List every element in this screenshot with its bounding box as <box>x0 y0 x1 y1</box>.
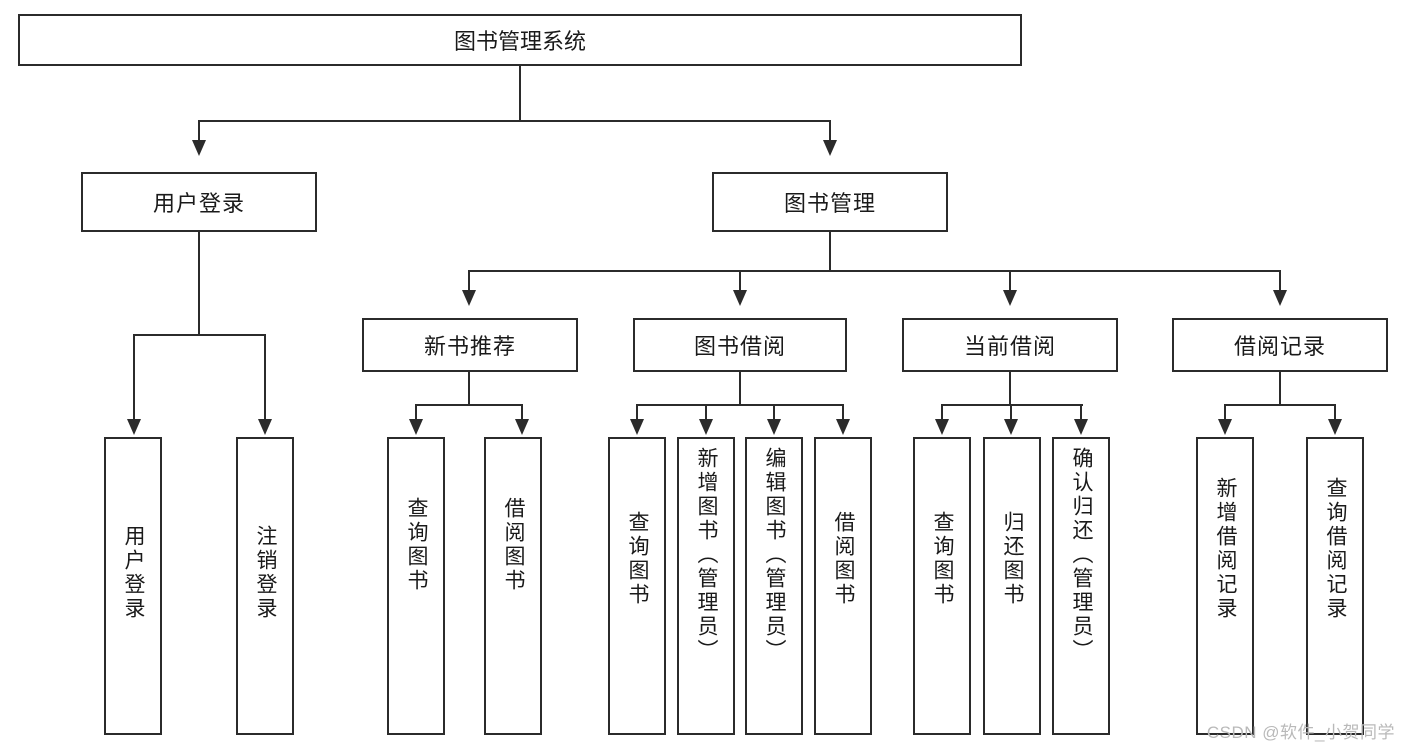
connector-recommend-stem <box>468 372 470 406</box>
leaf-recommend-borrow-book[interactable]: 借阅图书 <box>484 437 542 735</box>
leaf-label: 新增图书（管理员） <box>695 447 719 663</box>
node-current-borrow[interactable]: 当前借阅 <box>902 318 1118 372</box>
connector-user-login-leg-1 <box>133 334 135 421</box>
arrow-to-current-return-book <box>1004 419 1018 435</box>
connector-borrow-bar <box>636 404 844 406</box>
node-label: 当前借阅 <box>963 334 1056 359</box>
leaf-label: 查询借阅记录 <box>1324 477 1348 621</box>
node-book-borrow[interactable]: 图书借阅 <box>633 318 847 372</box>
leaf-current-query-book[interactable]: 查询图书 <box>913 437 971 735</box>
connector-recommend-bar <box>415 404 523 406</box>
connector-level3-leg-1 <box>468 270 470 292</box>
connector-level3-leg-4 <box>1279 270 1281 292</box>
leaf-label: 编辑图书（管理员） <box>763 447 787 663</box>
connector-level2-leg-left <box>198 120 200 142</box>
leaf-label: 确认归还（管理员） <box>1070 447 1094 663</box>
connector-record-leg-1 <box>1224 404 1226 421</box>
arrow-to-book-manage <box>823 140 837 156</box>
leaf-logout[interactable]: 注销登录 <box>236 437 294 735</box>
node-label: 图书管理系统 <box>453 29 586 54</box>
node-label: 新书推荐 <box>423 334 516 359</box>
arrow-to-current-query-book <box>935 419 949 435</box>
connector-book-manage-stem <box>829 232 831 271</box>
node-new-book-recommend[interactable]: 新书推荐 <box>362 318 578 372</box>
node-label: 用户登录 <box>152 191 245 216</box>
connector-borrow-leg-2 <box>705 404 707 421</box>
connector-level2-bar <box>198 120 830 122</box>
node-root-system[interactable]: 图书管理系统 <box>18 14 1022 66</box>
leaf-label: 借阅图书 <box>832 511 856 607</box>
leaf-label: 用户登录 <box>122 525 146 621</box>
connector-borrow-leg-3 <box>773 404 775 421</box>
connector-level3-leg-2 <box>739 270 741 292</box>
leaf-borrow-borrow-book[interactable]: 借阅图书 <box>814 437 872 735</box>
connector-user-login-stem <box>198 232 200 335</box>
arrow-to-current-borrow <box>1003 290 1017 306</box>
node-label: 图书管理 <box>783 191 876 216</box>
leaf-record-query[interactable]: 查询借阅记录 <box>1306 437 1364 735</box>
leaf-record-add[interactable]: 新增借阅记录 <box>1196 437 1254 735</box>
leaf-label: 查询图书 <box>931 511 955 607</box>
leaf-label: 注销登录 <box>254 525 278 621</box>
leaf-current-confirm-return[interactable]: 确认归还（管理员） <box>1052 437 1110 735</box>
connector-level2-leg-right <box>829 120 831 142</box>
leaf-label: 归还图书 <box>1001 511 1025 607</box>
arrow-to-logout-leaf <box>258 419 272 435</box>
connector-borrow-stem <box>739 372 741 406</box>
connector-level3-bar <box>468 270 1280 272</box>
node-book-management[interactable]: 图书管理 <box>712 172 948 232</box>
arrow-to-borrow-query-book <box>630 419 644 435</box>
arrow-to-user-login-leaf <box>127 419 141 435</box>
arrow-to-record-query <box>1328 419 1342 435</box>
leaf-label: 借阅图书 <box>502 497 526 593</box>
leaf-borrow-add-book[interactable]: 新增图书（管理员） <box>677 437 735 735</box>
leaf-recommend-query-book[interactable]: 查询图书 <box>387 437 445 735</box>
leaf-borrow-query-book[interactable]: 查询图书 <box>608 437 666 735</box>
arrow-to-book-borrow <box>733 290 747 306</box>
connector-level3-leg-3 <box>1009 270 1011 292</box>
arrow-to-current-confirm-return <box>1074 419 1088 435</box>
arrow-to-recommend-query-book <box>409 419 423 435</box>
arrow-to-new-book-recommend <box>462 290 476 306</box>
node-borrow-record[interactable]: 借阅记录 <box>1172 318 1388 372</box>
connector-record-stem <box>1279 372 1281 406</box>
connector-current-bar <box>941 404 1083 406</box>
connector-recommend-leg-1 <box>415 404 417 421</box>
connector-record-bar <box>1224 404 1336 406</box>
arrow-to-borrow-add-book <box>699 419 713 435</box>
leaf-current-return-book[interactable]: 归还图书 <box>983 437 1041 735</box>
connector-current-stem <box>1009 372 1011 406</box>
arrow-to-borrow-edit-book <box>767 419 781 435</box>
leaf-label: 新增借阅记录 <box>1214 477 1238 621</box>
connector-record-leg-2 <box>1334 404 1336 421</box>
connector-current-leg-1 <box>941 404 943 421</box>
connector-current-leg-2 <box>1010 404 1012 421</box>
leaf-borrow-edit-book[interactable]: 编辑图书（管理员） <box>745 437 803 735</box>
arrow-to-record-add <box>1218 419 1232 435</box>
connector-borrow-leg-4 <box>842 404 844 421</box>
connector-recommend-leg-2 <box>521 404 523 421</box>
connector-root-stem <box>519 66 521 120</box>
connector-borrow-leg-1 <box>636 404 638 421</box>
connector-current-leg-3 <box>1080 404 1082 421</box>
arrow-to-user-login <box>192 140 206 156</box>
connector-user-login-leg-2 <box>264 334 266 421</box>
arrow-to-borrow-borrow-book <box>836 419 850 435</box>
arrow-to-borrow-record <box>1273 290 1287 306</box>
connector-user-login-bar <box>133 334 265 336</box>
leaf-user-login[interactable]: 用户登录 <box>104 437 162 735</box>
node-label: 借阅记录 <box>1233 334 1326 359</box>
leaf-label: 查询图书 <box>626 511 650 607</box>
leaf-label: 查询图书 <box>405 497 429 593</box>
node-user-login[interactable]: 用户登录 <box>81 172 317 232</box>
node-label: 图书借阅 <box>693 334 786 359</box>
arrow-to-recommend-borrow-book <box>515 419 529 435</box>
